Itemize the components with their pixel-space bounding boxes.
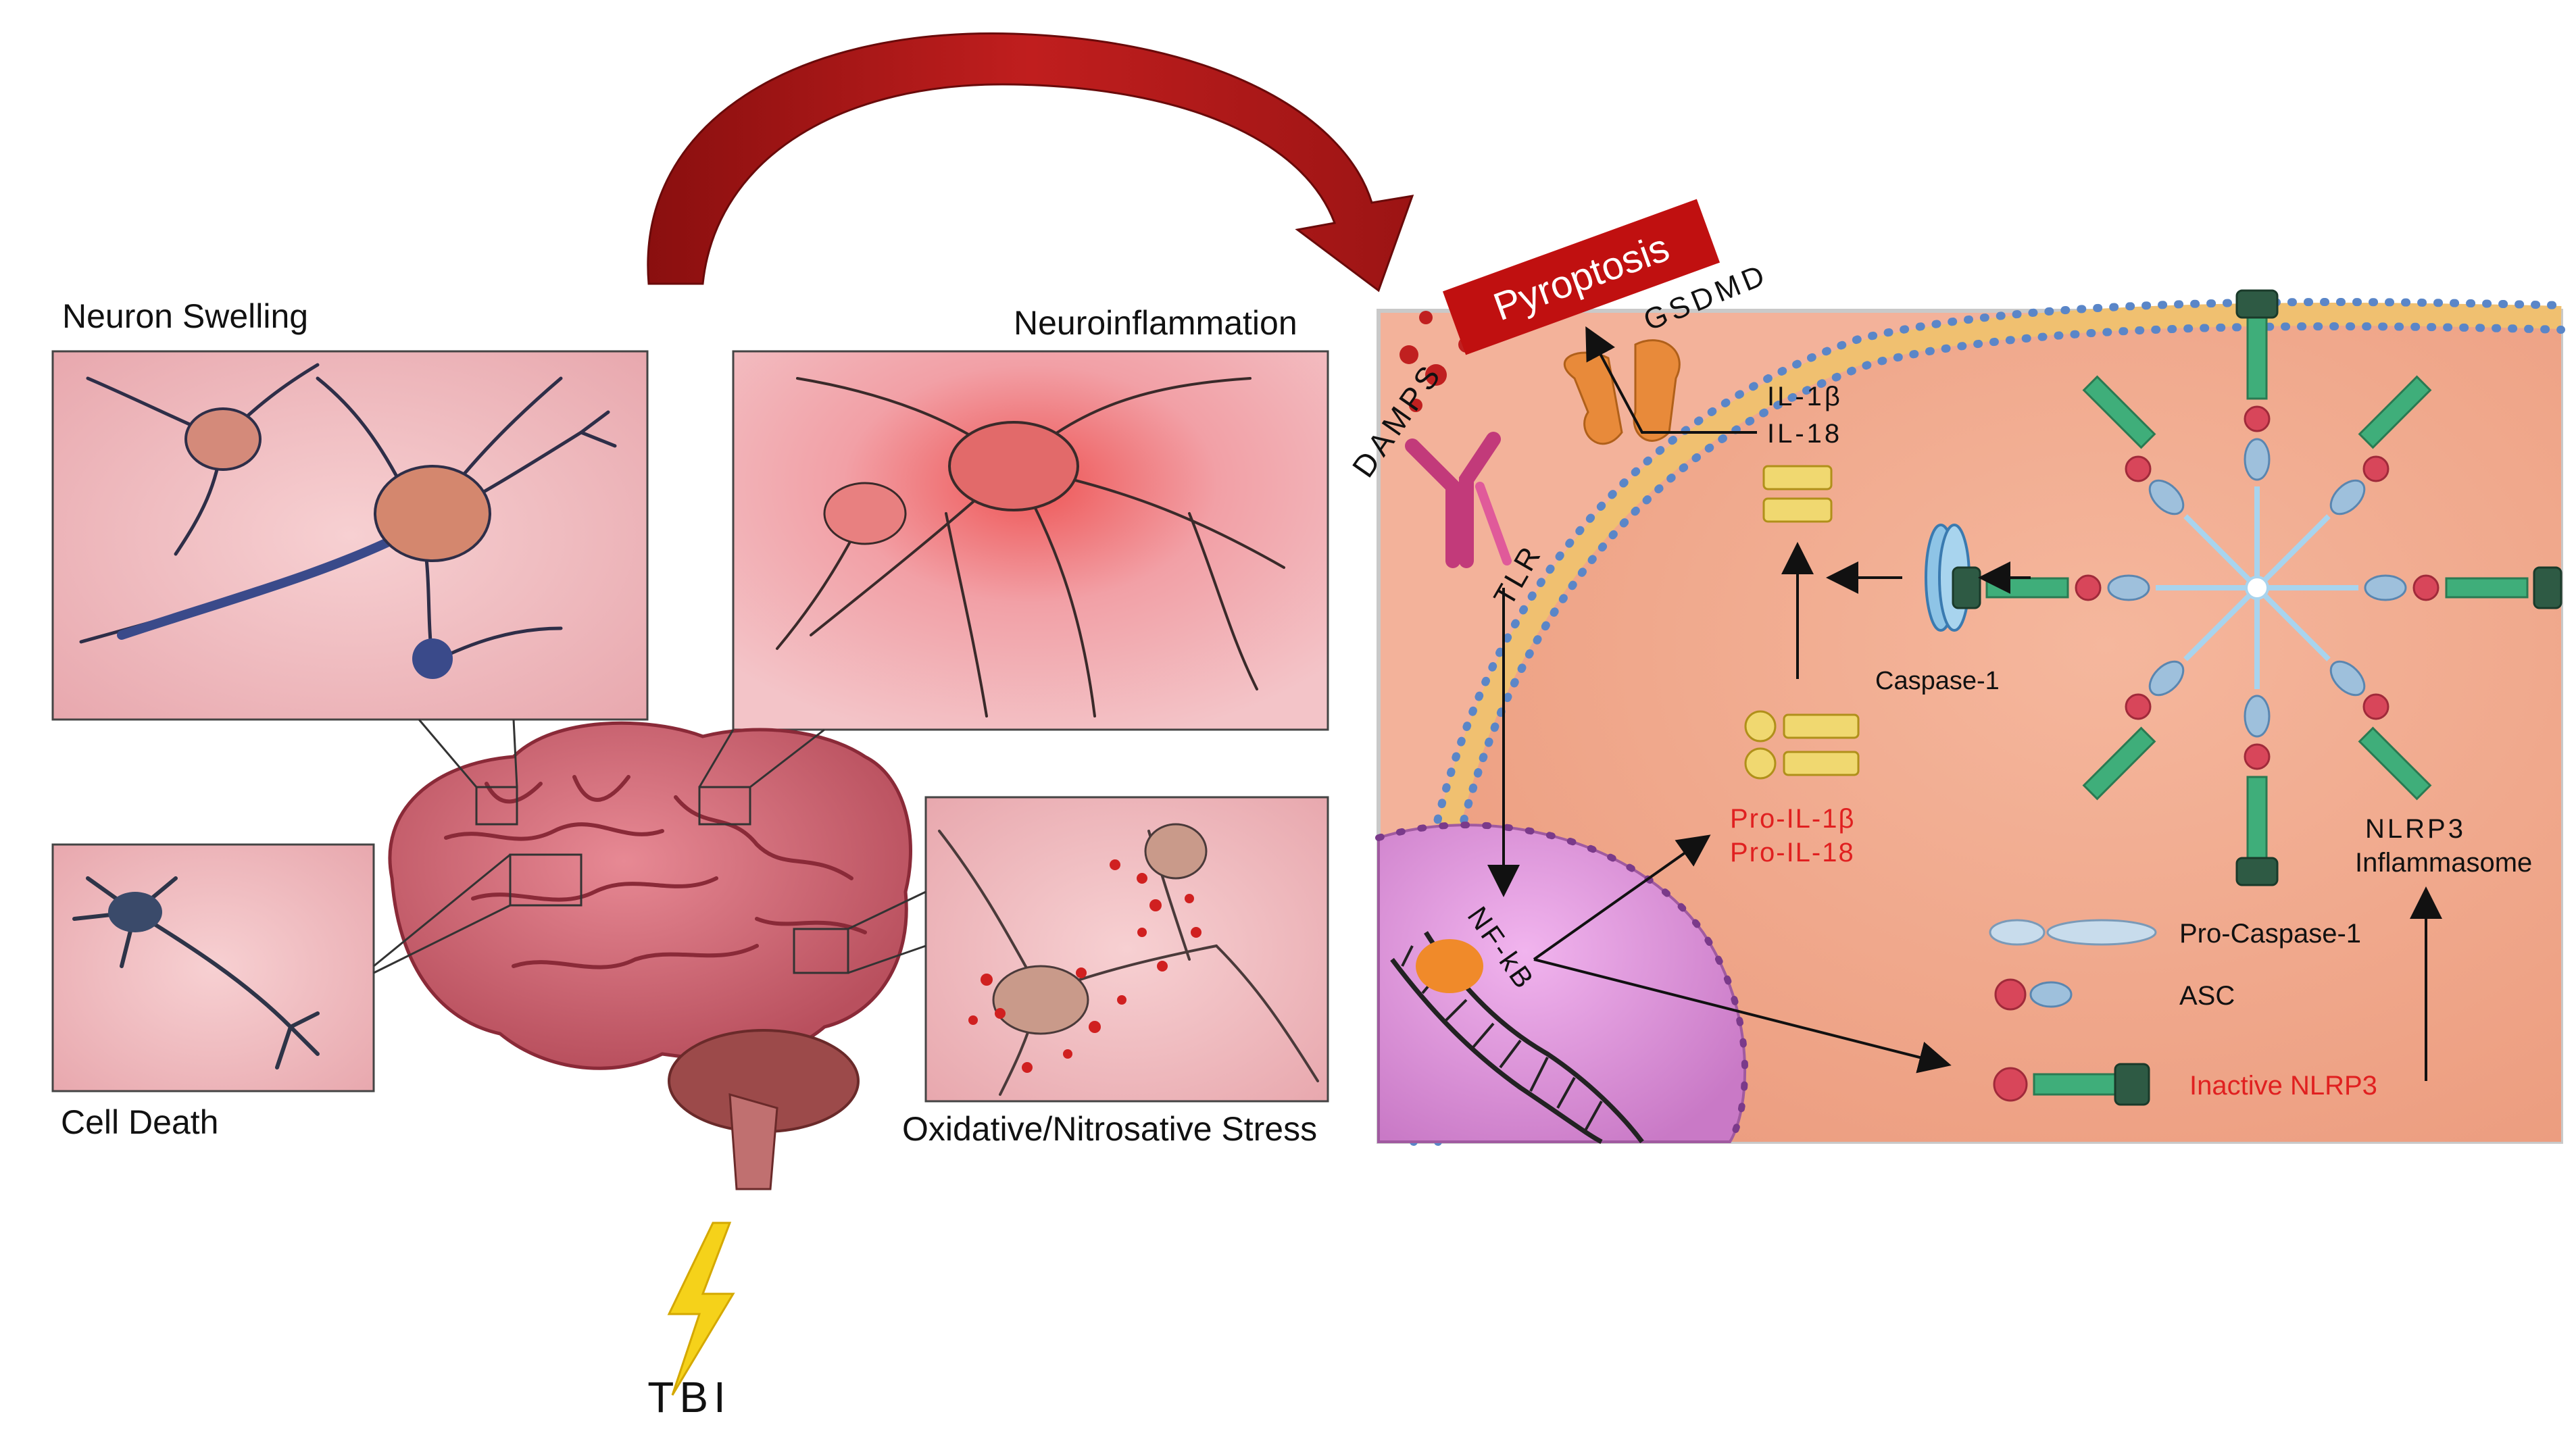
- pro-cytokines: [1744, 710, 1860, 780]
- label-cell-death: Cell Death: [61, 1103, 218, 1141]
- legend-label-inactive-nlrp3: Inactive NLRP3: [2189, 1071, 2377, 1101]
- label-oxidative-stress: Oxidative/Nitrosative Stress: [902, 1110, 1317, 1148]
- panel-neuron-swelling: [51, 350, 649, 721]
- panel-oxidative-stress: [924, 796, 1329, 1103]
- label-neuroinflammation: Neuroinflammation: [1014, 304, 1297, 342]
- lightning-bolt-icon: [667, 1222, 735, 1396]
- label-neuron-swelling: Neuron Swelling: [62, 297, 308, 335]
- label-nlrp3-line1: NLRP3: [2365, 814, 2466, 844]
- panel-cell-death: [51, 843, 375, 1092]
- label-pro-il18: Pro-IL-18: [1730, 838, 1855, 867]
- pathway-arrows: [1487, 326, 2442, 1081]
- curved-arrow: [647, 32, 1414, 293]
- label-il18: IL-18: [1767, 419, 1842, 449]
- label-caspase1: Caspase-1: [1875, 667, 2000, 695]
- legend-inactive-nlrp3: Inactive NLRP3: [1993, 1063, 2377, 1106]
- inflammasome-icon: [1952, 289, 2562, 886]
- label-tbi: TBI: [647, 1373, 731, 1421]
- ros-particles: [968, 859, 1202, 1073]
- label-il1b: IL-1β: [1767, 382, 1843, 411]
- tlr-receptor-icon: [1405, 432, 1512, 568]
- legend-label-pro-caspase1: Pro-Caspase-1: [2179, 919, 2361, 949]
- cell-diagram: Pyroptosis GSDMD DAMPS TLR IL-1β IL-18 P…: [1345, 199, 2565, 1146]
- brain-illustration: [373, 719, 926, 1190]
- legend-pro-caspase1: Pro-Caspase-1: [1989, 919, 2361, 949]
- legend-asc: ASC: [1994, 978, 2235, 1011]
- label-pro-il1b: Pro-IL-1β: [1730, 804, 1856, 834]
- legend-label-asc: ASC: [2179, 981, 2235, 1011]
- panel-neuroinflammation: [732, 350, 1329, 731]
- legend: Pro-Caspase-1 ASC Inactive NLRP3: [1989, 919, 2377, 1106]
- dying-neuron-illustration: [72, 876, 320, 1069]
- gsdmd-pore-icon: [1563, 339, 1681, 445]
- mature-cytokines: [1762, 465, 1833, 523]
- label-nlrp3-line2: Inflammasome: [2355, 848, 2532, 878]
